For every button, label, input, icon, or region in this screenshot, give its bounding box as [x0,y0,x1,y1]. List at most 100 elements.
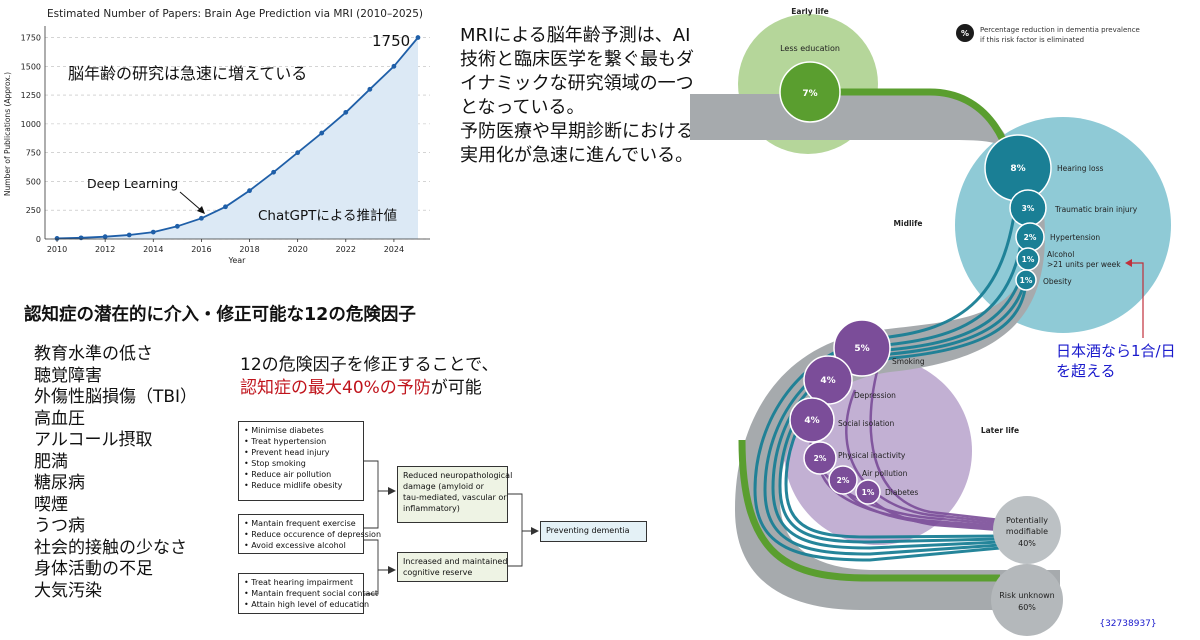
later-life-factor-label: Air pollution [862,469,908,478]
later-life-factor-label: Diabetes [885,488,918,497]
later-life-factor-pct: 4% [804,416,819,426]
later-life-factor-pct: 2% [837,476,850,485]
list-item: アルコール摂取 [34,430,153,450]
flow-item: Preventing dementia [546,526,630,535]
x-tick-label: 2010 [47,245,67,254]
chart-peak-label: 1750 [372,32,410,50]
sake-note-arrow [1131,262,1144,338]
later-life-factor-circle [789,397,835,443]
chart-trend-text: 脳年齢の研究は急速に増えている [68,64,307,83]
list-item: 社会的接触の少なさ [34,537,187,558]
chart-x-label: Year [228,256,247,265]
list-item: 大気汚染 [34,580,102,601]
flow-item: • Minimise diabetes [244,426,324,435]
list-item: 肥満 [34,451,68,472]
less-education-pct: 7% [802,89,817,99]
reference-id: {32738937} [1099,619,1156,629]
flow-item: • Mantain frequent social contact [244,589,378,598]
flow-item: inflammatory) [403,504,460,513]
intro-line: イナミックな研究領域の一つ [460,73,694,94]
unknown-circle [991,564,1063,636]
chart-area-fill [57,37,418,239]
education-stream-lower [738,439,1000,582]
later-life-factor-pct: 4% [820,376,835,386]
data-point [367,86,373,92]
flow-item: tau-mediated, vascular or [403,493,507,502]
later-life-factor-label: Physical inactivity [838,451,906,460]
midlife-factor-label: Traumatic brain injury [1054,205,1138,214]
midlife-factor-label: Hypertension [1050,233,1100,242]
x-tick-label: 2024 [384,245,404,254]
sake-note-line2: を超える [1056,362,1116,380]
later-life-factor-label: Social isolation [838,419,894,428]
list-item: 教育水準の低さ [34,344,153,364]
flow-item: Reduced neuropathological [403,471,513,480]
flow-item: • Attain high level of education [244,600,370,609]
flow-item: • Reduce midlife obesity [244,481,343,490]
data-point [343,109,349,115]
x-tick-label: 2014 [143,245,163,254]
data-point [102,234,108,240]
sake-note-arrowhead [1125,259,1132,267]
list-item: 喫煙 [34,494,68,515]
flow-box-cognitive-reserve: Increased and maintained cognitive reser… [397,552,508,582]
later-life-factor-circle [803,441,837,475]
data-point [174,223,180,229]
flow-item: • Stop smoking [244,459,306,468]
list-item: 外傷性脳損傷（TBI） [34,387,198,407]
list-item: 身体活動の不足 [34,559,153,579]
publications-chart: Estimated Number of Papers: Brain Age Pr… [3,8,430,265]
intro-line: 技術と臨床医学を繋ぐ最もダ [460,49,694,70]
midlife-factor-label: Hearing loss [1057,164,1103,173]
midlife-factor-pct: 8% [1010,164,1025,174]
flow-connectors [364,460,539,595]
early-life-label: Early life [791,7,828,16]
chart-deep-learning-label: Deep Learning [87,176,178,191]
list-item: 聴覚障害 [34,365,102,386]
midlife-factor-circle [1015,269,1037,291]
midlife-factor-sublabel: >21 units per week [1047,260,1121,269]
prevention-line2: 認知症の最大40%の予防が可能 [240,377,498,400]
flow-item: • Reduce occurence of depression [244,530,382,539]
prevention-tail: が可能 [430,378,482,398]
list-item: 糖尿病 [34,473,85,493]
flow-item: cognitive reserve [403,568,473,577]
midlife-factor-pct: 1% [1020,276,1033,285]
data-point [150,229,156,235]
flow-box-risk-actions-1: • Minimise diabetes • Treat hypertension… [238,421,364,501]
modifiable-pct: 40% [1018,539,1036,548]
intro-line: 実用化が急速に進んでいる。 [460,145,694,166]
data-point [223,204,228,210]
legend-symbol: % [961,29,969,38]
flow-item: • Prevent head injury [244,448,330,457]
midlife-label: Midlife [894,219,923,228]
later-life-factor-label: Depression [854,391,896,400]
chart-title: Estimated Number of Papers: Brain Age Pr… [47,8,423,20]
y-tick-label: 750 [26,149,41,158]
less-education-label: Less education [780,44,840,53]
midlife-factor-pct: 2% [1024,233,1037,242]
later-life-label: Later life [981,426,1019,435]
y-tick-label: 1250 [21,91,41,100]
deep-learning-arrow [179,191,203,212]
later-life-factor-circle [855,479,881,505]
later-life-factor-pct: 5% [854,344,869,354]
flow-item: • Mantain frequent exercise [244,519,356,528]
data-point [271,169,276,175]
flow-item: Increased and maintained [403,557,508,566]
y-tick-label: 500 [26,177,41,186]
x-tick-label: 2022 [336,245,356,254]
y-tick-label: 1500 [21,62,41,71]
y-tick-label: 0 [36,235,41,244]
data-point [247,188,252,194]
flow-item: • Treat hypertension [244,437,327,446]
less-education-circle [779,61,841,123]
modifiable-label2: modifiable [1006,527,1048,536]
data-point [54,236,60,241]
flow-box-neuropathology: Reduced neuropathological damage (amyloi… [397,466,513,523]
y-tick-label: 1750 [21,34,41,43]
